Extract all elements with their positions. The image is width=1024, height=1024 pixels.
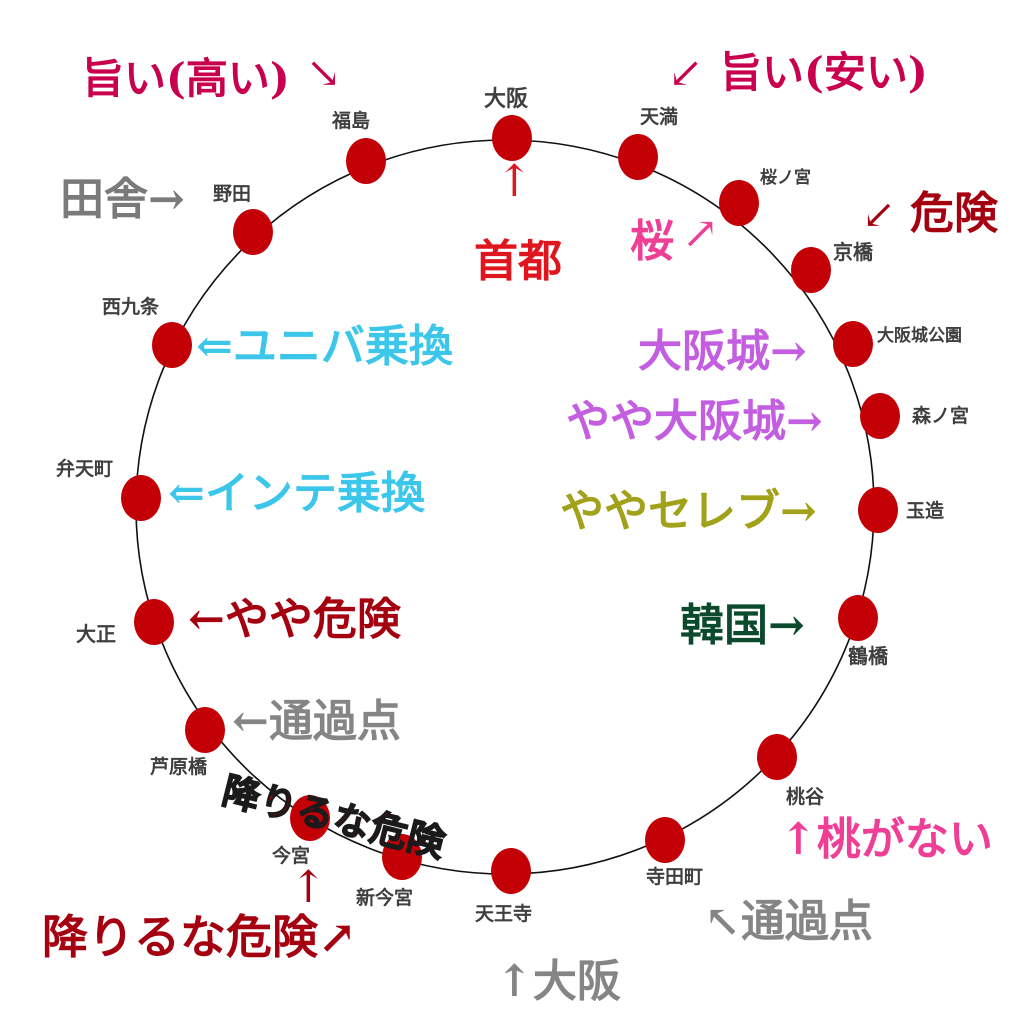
- annotation-yaya-celeb: ややセレブ→: [560, 486, 817, 537]
- annotation-tsuka-teradacho: ↖通過点: [704, 896, 873, 947]
- station-label: 大正: [76, 622, 116, 646]
- station-dot: [233, 209, 273, 255]
- station-label: 寺田町: [646, 866, 704, 888]
- annotation-univa: ⇐ユニバ乗換: [196, 321, 453, 372]
- station-dot: [645, 817, 685, 863]
- annotation-momo-ganai: ↑桃がない: [780, 814, 993, 865]
- annotation-arrow-icon: ↙: [862, 192, 896, 238]
- station-dot: [382, 834, 422, 880]
- station-dot: [838, 595, 878, 641]
- station-dot: [833, 321, 873, 367]
- station-label: 鶴橋: [848, 644, 888, 668]
- station-label: 西九条: [102, 296, 160, 318]
- annotation-umai-takai: 旨い(高い): [82, 54, 290, 103]
- station-dot: [152, 322, 192, 368]
- annotation-yaya-kiken: ←やや危険: [188, 594, 401, 645]
- annotation-osaka-tennoji: ↑大阪: [496, 956, 621, 1007]
- station-label: 今宮: [272, 845, 311, 867]
- station-label: 新今宮: [356, 887, 414, 909]
- station-dot: [719, 180, 759, 226]
- station-label: 桃谷: [786, 786, 825, 808]
- annotation-inaka: 田舎→: [60, 174, 185, 225]
- station-label: 大阪: [484, 86, 529, 112]
- station-dot: [290, 795, 330, 841]
- annotation-shuto: 首都: [474, 236, 562, 287]
- annotation-tsuka-ashiharabashi: ←通過点: [232, 696, 401, 747]
- annotation-arrow-icon: ↑: [496, 156, 533, 207]
- annotation-arrow-icon: ↘: [306, 48, 342, 97]
- station-label: 弁天町: [56, 458, 114, 480]
- station-dot: [121, 475, 161, 521]
- station-label: 天王寺: [475, 903, 533, 925]
- station-label: 芦原橋: [150, 756, 208, 778]
- station-label: 福島: [332, 110, 371, 132]
- station-dot: [492, 115, 532, 161]
- annotation-sakura: 桜: [630, 216, 674, 267]
- station-dot: [791, 247, 831, 293]
- station-dot: [858, 487, 898, 533]
- station-dot: [134, 599, 174, 645]
- annotation-kankoku: 韓国→: [680, 600, 805, 651]
- annotation-osakajo: 大阪城→: [638, 326, 807, 377]
- annotation-arrow-icon: ↑: [290, 862, 327, 913]
- station-dot: [757, 734, 797, 780]
- station-label: 森ノ宮: [912, 405, 970, 427]
- annotation-inte: ⇐インテ乗換: [168, 468, 425, 519]
- station-label: 桜ノ宮: [760, 168, 811, 188]
- annotation-oriruna-kiken: 降りるな危険↗: [42, 910, 357, 964]
- station-dot: [346, 138, 386, 184]
- station-label: 大阪城公園: [877, 326, 962, 346]
- station-label: 京橋: [833, 240, 873, 264]
- station-label: 野田: [213, 183, 252, 205]
- station-dot: [185, 707, 225, 753]
- station-label: 玉造: [906, 500, 945, 522]
- annotation-arrow-icon: ↗: [682, 208, 719, 259]
- annotation-umai-yasui: 旨い(安い): [720, 48, 928, 97]
- annotation-arrow-icon: ↙: [668, 48, 704, 97]
- station-label: 天満: [640, 106, 679, 128]
- station-dot: [491, 848, 531, 894]
- annotation-kiken-kyobashi: 危険: [910, 188, 998, 239]
- station-dot: [618, 134, 658, 180]
- annotation-yaya-osakajo: やや大阪城→: [566, 396, 823, 447]
- station-dot: [860, 393, 900, 439]
